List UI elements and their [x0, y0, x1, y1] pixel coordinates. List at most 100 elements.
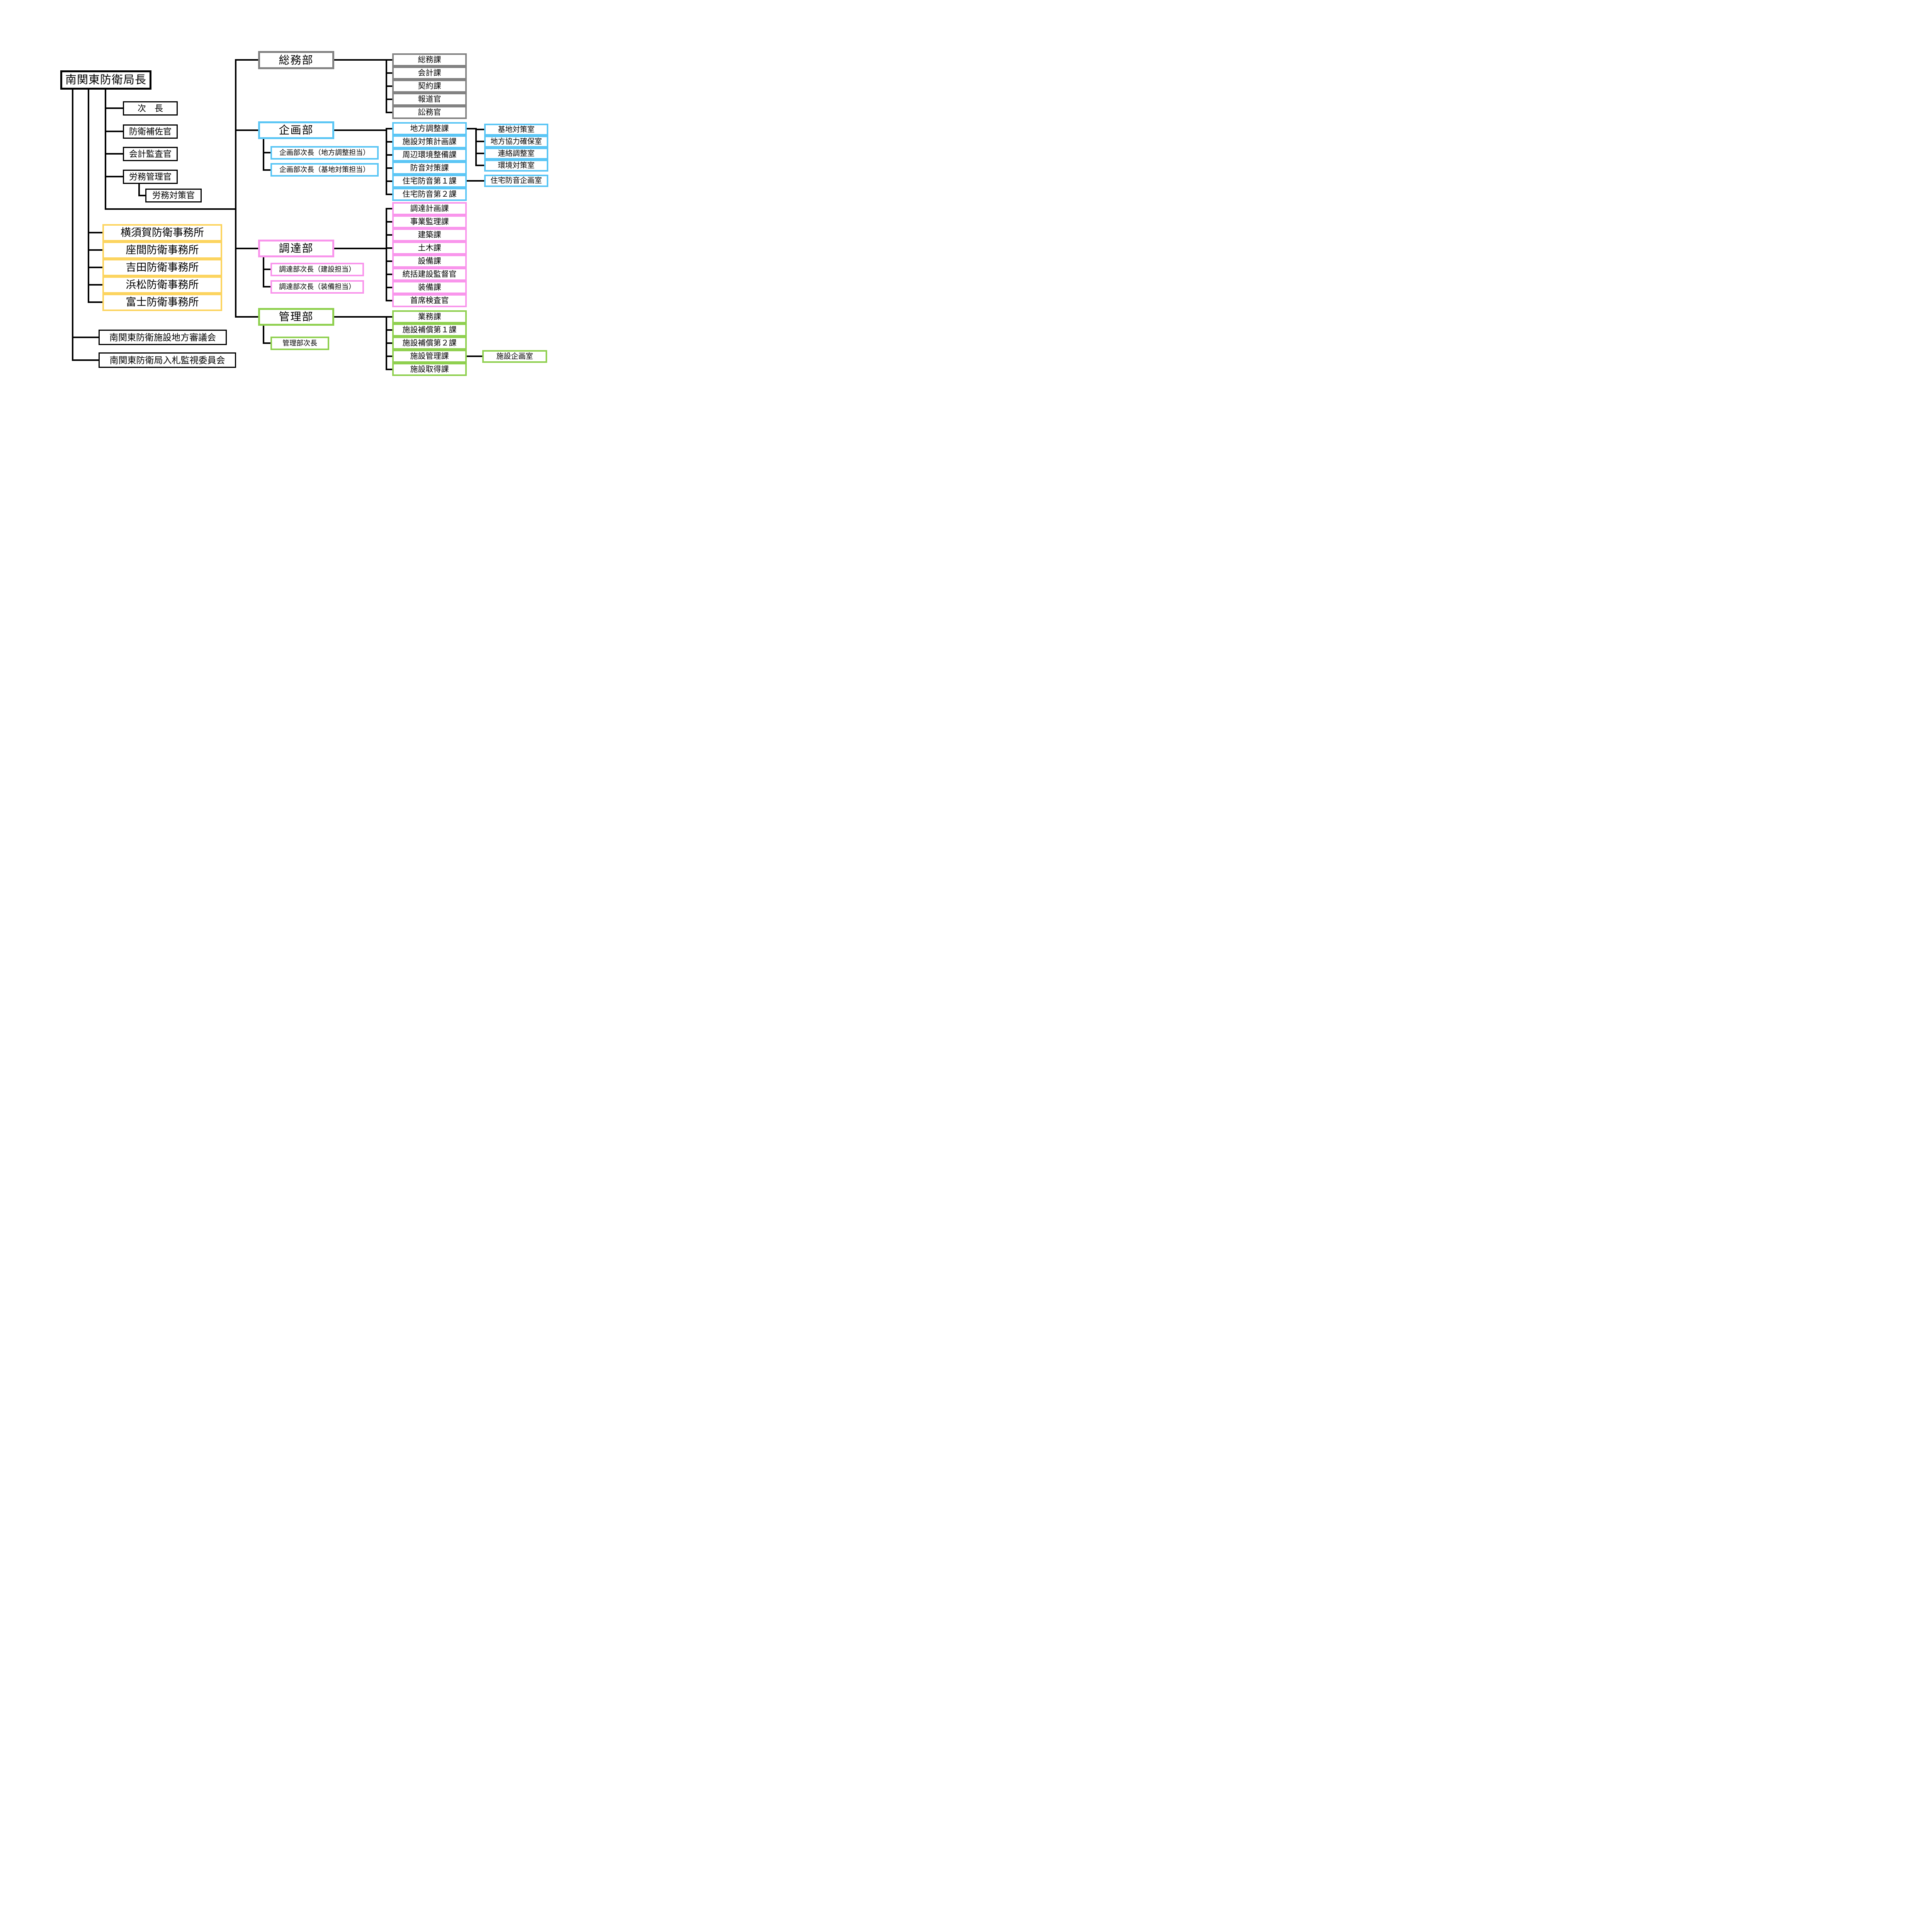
box-management-department: 管理部	[258, 308, 334, 326]
connector-line	[386, 59, 387, 113]
connector-line	[264, 286, 270, 287]
box-chief-inspector: 首席検査官	[392, 294, 467, 307]
box-architecture-section: 建築課	[392, 228, 467, 242]
connector-line	[236, 129, 258, 131]
box-fuji-defense-office: 富士防衛事務所	[102, 294, 222, 311]
box-operations-section: 業務課	[392, 310, 467, 323]
connector-line	[72, 89, 73, 361]
connector-line	[386, 112, 392, 113]
box-litigation-officer: 訟務官	[392, 106, 467, 119]
connector-line	[386, 221, 392, 223]
box-procurement-deputy-equipment: 調達部次長（装備担当）	[270, 280, 364, 294]
box-zama-defense-office: 座間防衛事務所	[102, 242, 222, 259]
box-contract-section: 契約課	[392, 80, 467, 93]
org-chart: 南関東防衛局長 次 長 防衛補佐官 会計監査官 労務管理官 労務対策官 横須賀防…	[0, 0, 597, 422]
connector-line	[386, 234, 392, 236]
connector-line	[236, 316, 258, 318]
box-equipment-section: 装備課	[392, 281, 467, 294]
connector-line	[386, 128, 387, 195]
connector-line	[386, 128, 392, 129]
connector-line	[236, 59, 258, 61]
box-facilities-measures-planning-section: 施設対策計画課	[392, 135, 467, 148]
connector-line	[476, 153, 484, 154]
box-residential-soundproofing-1-section: 住宅防音第１課	[392, 175, 467, 188]
box-equipment-facilities-section: 設備課	[392, 255, 467, 268]
connector-line	[386, 247, 392, 249]
box-management-deputy: 管理部次長	[270, 337, 329, 350]
box-yoshida-defense-office: 吉田防衛事務所	[102, 259, 222, 276]
connector-line	[263, 257, 264, 287]
connector-line	[264, 342, 270, 344]
connector-line	[88, 267, 102, 268]
box-accounting-audit-officer: 会計監査官	[123, 147, 178, 161]
box-facilities-management-section: 施設管理課	[392, 350, 467, 363]
box-procurement-deputy-construction: 調達部次長（建設担当）	[270, 263, 364, 276]
connector-line	[334, 129, 387, 131]
box-liaison-coordination-room: 連絡調整室	[484, 148, 548, 160]
box-local-coordination-section: 地方調整課	[392, 122, 467, 135]
box-planning-deputy-local-coordination: 企画部次長（地方調整担当）	[270, 146, 379, 160]
connector-line	[88, 89, 89, 303]
box-residential-soundproofing-2-section: 住宅防音第２課	[392, 188, 467, 201]
connector-line	[263, 139, 264, 171]
box-procurement-department: 調達部	[258, 240, 334, 257]
box-labor-measures-officer: 労務対策官	[145, 189, 202, 202]
connector-line	[105, 131, 123, 132]
connector-line	[386, 208, 387, 301]
connector-line	[476, 141, 484, 142]
connector-line	[88, 284, 102, 286]
connector-line	[334, 316, 387, 318]
connector-line	[476, 129, 484, 130]
box-procurement-planning-section: 調達計画課	[392, 202, 467, 215]
box-base-measures-room: 基地対策室	[484, 124, 548, 136]
connector-line	[467, 128, 477, 129]
connector-line	[264, 269, 270, 270]
connector-line	[467, 356, 482, 357]
connector-line	[386, 180, 392, 182]
box-accounting-section: 会計課	[392, 66, 467, 80]
connector-line	[105, 208, 236, 210]
box-general-affairs-section: 総務課	[392, 53, 467, 66]
box-defense-assistant-officer: 防衛補佐官	[123, 124, 178, 139]
connector-line	[386, 59, 392, 61]
box-facilities-compensation-2-section: 施設補償第２課	[392, 337, 467, 350]
box-press-officer: 報道官	[392, 93, 467, 106]
connector-line	[386, 72, 392, 74]
box-soundproofing-measures-section: 防音対策課	[392, 162, 467, 175]
connector-line	[386, 208, 392, 209]
box-surrounding-environment-section: 周辺環境整備課	[392, 148, 467, 162]
connector-line	[88, 232, 102, 233]
box-hamamatsu-defense-office: 浜松防衛事務所	[102, 276, 222, 294]
connector-line	[235, 59, 236, 318]
connector-line	[386, 300, 392, 301]
box-environment-measures-room: 環境対策室	[484, 160, 548, 172]
connector-line	[386, 260, 392, 262]
box-yokosuka-defense-office: 横須賀防衛事務所	[102, 224, 222, 242]
box-facilities-acquisition-section: 施設取得課	[392, 363, 467, 376]
connector-line	[386, 329, 392, 331]
connector-line	[386, 194, 392, 195]
box-local-cooperation-room: 地方協力確保室	[484, 136, 548, 148]
connector-line	[334, 59, 387, 61]
connector-line	[386, 274, 392, 275]
connector-line	[386, 342, 392, 344]
connector-line	[236, 248, 258, 249]
connector-line	[88, 249, 102, 251]
connector-line	[73, 337, 99, 338]
connector-line	[105, 153, 123, 155]
box-residential-soundproofing-planning-room: 住宅防音企画室	[484, 175, 548, 187]
connector-line	[386, 316, 387, 370]
box-director-general: 南関東防衛局長	[60, 70, 151, 90]
connector-line	[475, 128, 477, 166]
connector-line	[386, 316, 392, 318]
connector-line	[386, 356, 392, 357]
box-deputy-director-general: 次 長	[123, 101, 178, 116]
connector-line	[386, 154, 392, 156]
connector-line	[386, 167, 392, 169]
box-general-affairs-department: 総務部	[258, 51, 334, 69]
connector-line	[386, 85, 392, 87]
connector-line	[467, 180, 484, 182]
box-planning-department: 企画部	[258, 121, 334, 139]
connector-line	[138, 184, 140, 196]
connector-line	[386, 287, 392, 288]
